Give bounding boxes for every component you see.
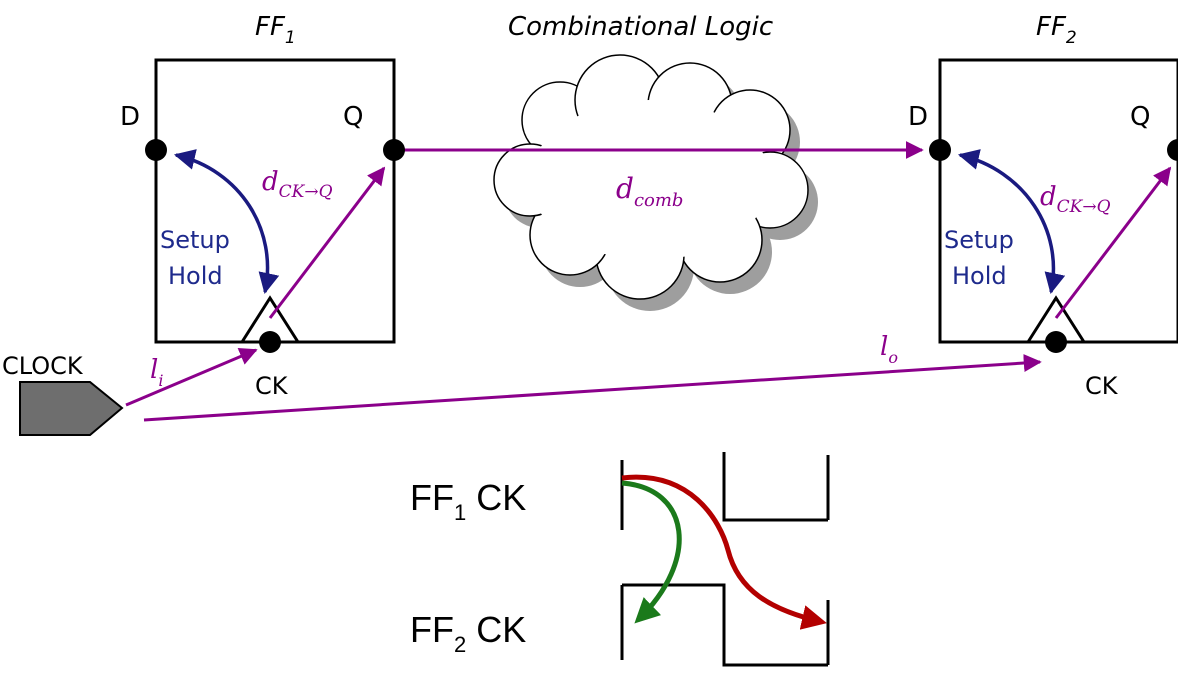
ff2-hold-label: Hold (952, 262, 1007, 290)
ff1-title: FF1 (255, 12, 296, 48)
ff2-q-label: Q (1130, 102, 1150, 132)
ff2-d-label: D (908, 102, 928, 132)
ff1-setup-hold-arrow (173, 149, 280, 295)
clock-label: CLOCK (2, 352, 84, 380)
comb-delay-label: dcomb (616, 172, 683, 211)
ff1-d-label: D (120, 102, 140, 132)
hold-check-arrow (621, 480, 682, 624)
clock-li-arrow (125, 348, 258, 407)
ff2-d-terminal (929, 139, 951, 161)
ff1-q-label: Q (343, 102, 363, 132)
ff1-d-terminal (145, 139, 167, 161)
comb-logic-title: Combinational Logic (508, 12, 773, 42)
clock-li-label: li (150, 355, 163, 390)
cloud-shape (493, 54, 818, 311)
clock-lo-arrow (143, 354, 1042, 422)
ff2-q-terminal (1167, 139, 1178, 161)
ff2-ck-label: CK (1085, 372, 1119, 400)
clock-lo-label: lo (880, 332, 898, 367)
ff2-setup-hold-arrow (957, 149, 1066, 295)
ff2-ck-terminal (1045, 331, 1067, 353)
ff1-ck-wave-label: FF1 CK (410, 477, 526, 525)
ff2-setup-label: Setup (944, 226, 1014, 254)
setup-check-arrow (621, 474, 827, 630)
ff2-ck-to-q-label: dCK→Q (1040, 182, 1111, 217)
ff2-title: FF2 (1036, 12, 1077, 48)
ff2-ck-wave-label: FF2 CK (410, 609, 526, 657)
ff1-ck-waveform (620, 452, 830, 530)
ff1-ck-to-q-arrow (268, 166, 386, 319)
ff1-ck-to-q-label: dCK→Q (262, 167, 333, 202)
ff1-ck-label: CK (255, 372, 289, 400)
ff2-ck-waveform (620, 583, 830, 667)
ff2-ck-to-q-arrow (1054, 166, 1172, 319)
ff1-q-terminal (383, 139, 405, 161)
ff1-setup-label: Setup (160, 226, 230, 254)
ff1-hold-label: Hold (168, 262, 223, 290)
clock-input-pentagon (19, 381, 124, 436)
ff1-ck-terminal (259, 331, 281, 353)
